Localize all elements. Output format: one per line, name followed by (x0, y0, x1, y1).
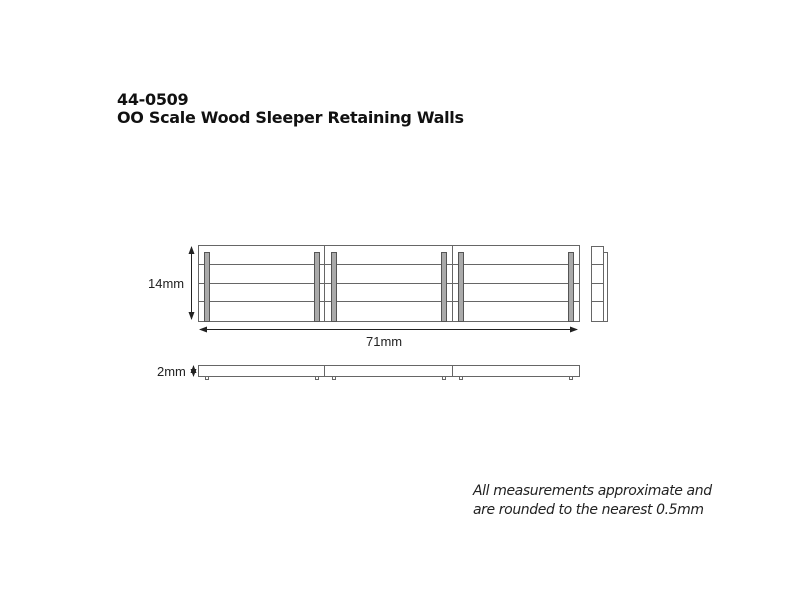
pegs (205, 376, 573, 380)
posts (204, 252, 574, 322)
page-title: OO Scale Wood Sleeper Retaining Walls (117, 108, 464, 127)
top-view (198, 365, 580, 380)
note-line-1: All measurements approximate and (473, 483, 712, 499)
note-line-2: are rounded to the nearest 0.5mm (473, 502, 704, 518)
depth-dimension-label: 2mm (157, 364, 186, 379)
side-view (591, 246, 608, 322)
dimension-arrows (188, 246, 578, 377)
front-view (198, 245, 580, 322)
length-dimension-label: 71mm (366, 334, 403, 349)
height-dimension-label: 14mm (148, 276, 185, 291)
product-code: 44-0509 (117, 90, 189, 109)
